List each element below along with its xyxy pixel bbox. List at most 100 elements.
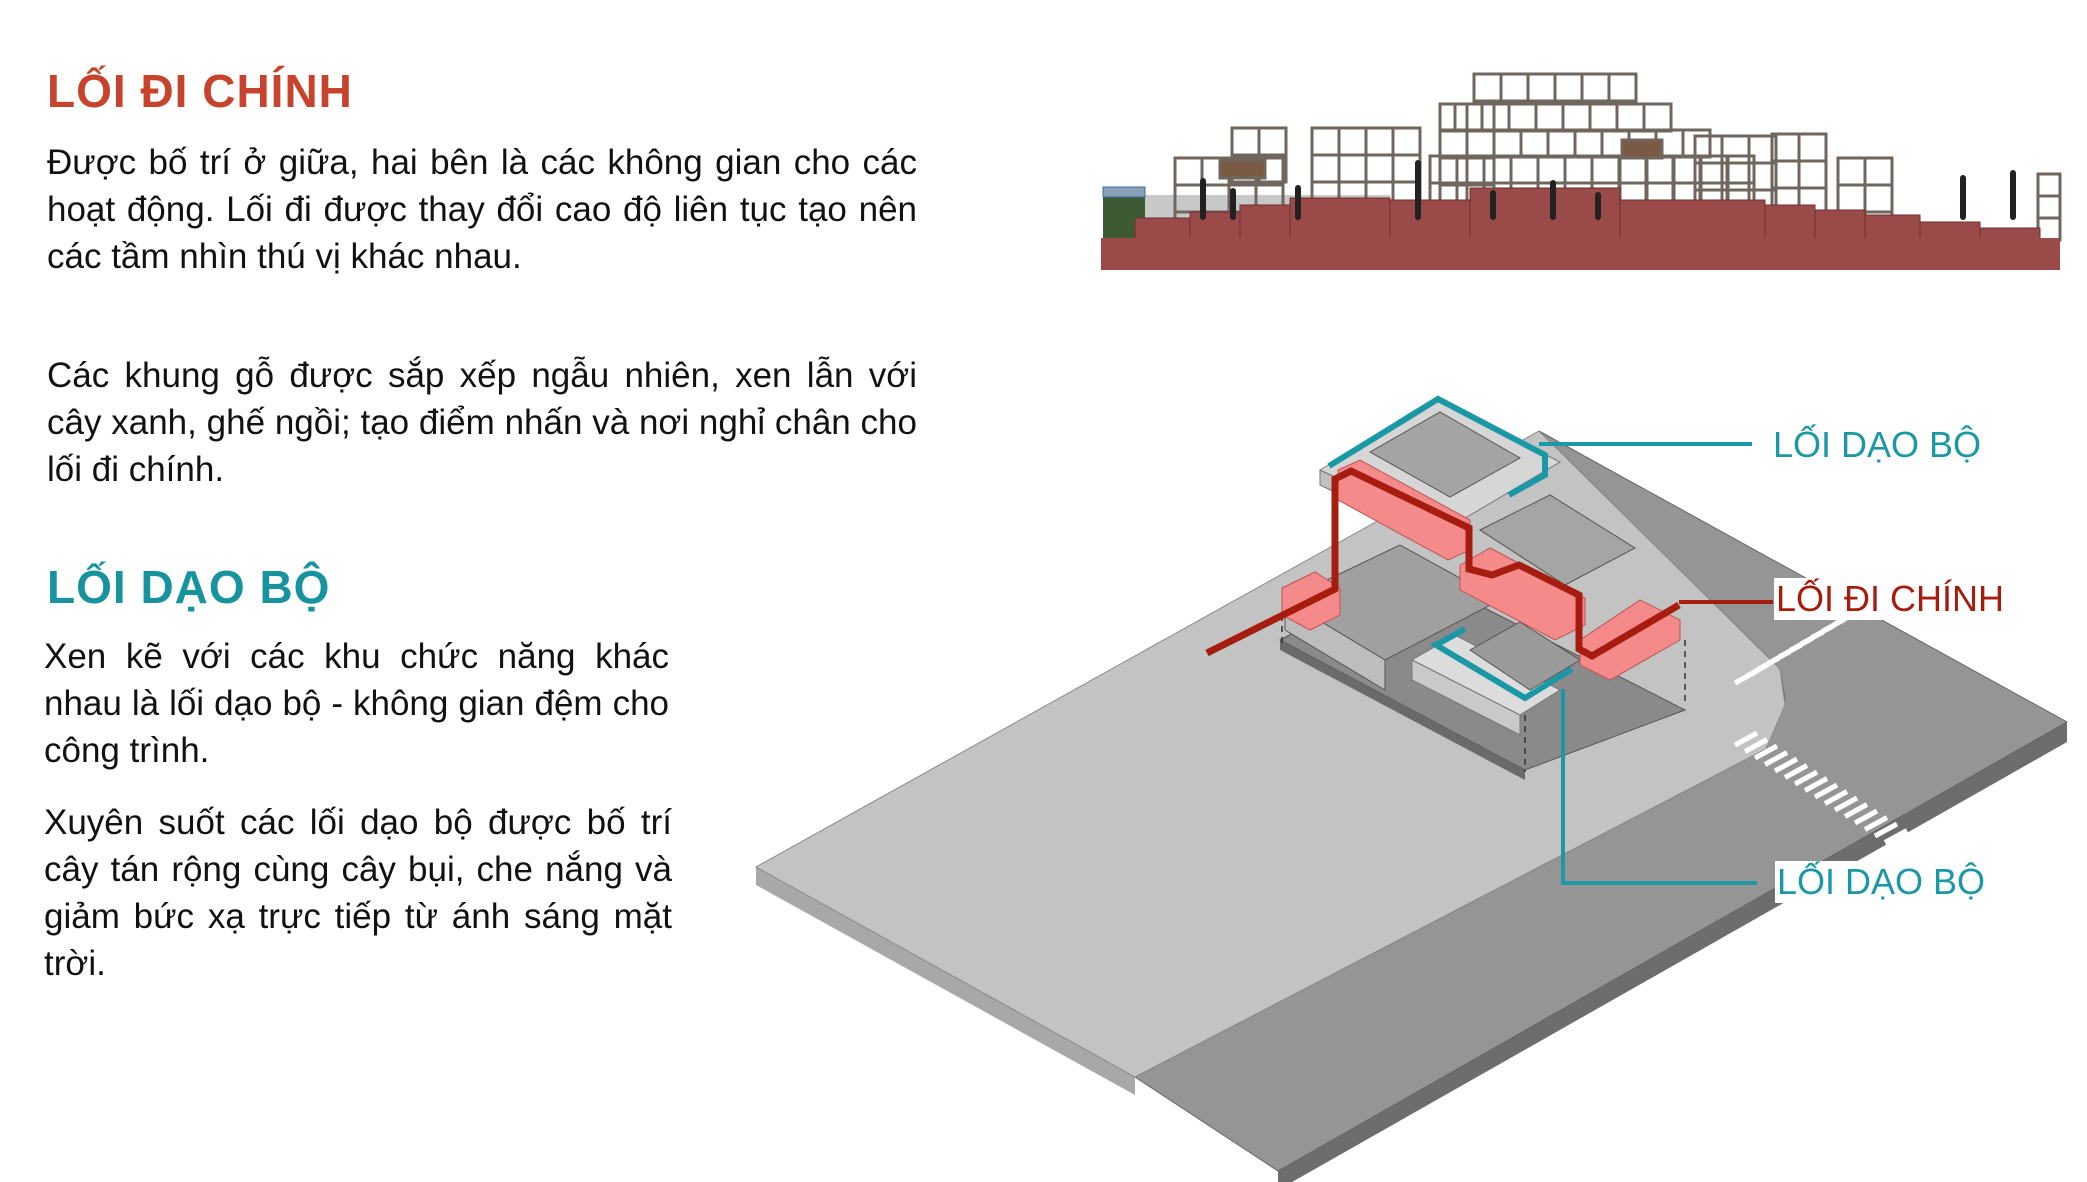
frame-cell: [1607, 72, 1638, 103]
isometric-site-diagram: [754, 395, 2069, 1182]
frame-cell: [1590, 154, 1621, 185]
wood-panel: [1620, 138, 1664, 160]
walkway-paragraph-1: Xen kẽ với các khu chức năng khác nhau l…: [44, 637, 669, 770]
frame-cell: [1615, 102, 1646, 133]
frame-cell: [1642, 102, 1673, 133]
platform-step: [1814, 209, 1866, 241]
frame-cell: [1863, 183, 1894, 214]
frame-cell: [1645, 154, 1676, 185]
frame-cell: [1230, 126, 1261, 157]
walkway-bottom-leader: [1561, 689, 1757, 885]
label-main-path: LỐI ĐI CHÍNH: [1774, 578, 2007, 620]
crosswalk-stripe: [1853, 808, 1879, 826]
frame-cell: [1573, 128, 1604, 159]
crosswalk-stripe: [1883, 828, 1909, 845]
frame-cell: [1465, 129, 1496, 160]
label-walkway-bottom: LỐI DẠO BỘ: [1775, 861, 1988, 903]
frame-cell: [1310, 126, 1341, 157]
frame-cell: [1364, 153, 1395, 184]
crosswalk-stripe: [1743, 737, 1769, 754]
walkway-paragraph-2: Xuyên suốt các lối dạo bộ được bố trí câ…: [44, 803, 672, 983]
frame-cell: [2036, 216, 2062, 242]
frame-cell: [1482, 154, 1513, 185]
frame-cell: [1438, 156, 1469, 187]
frame-cell: [1257, 126, 1288, 157]
frame-cell: [1618, 154, 1649, 185]
elevation-illustration: [1101, 72, 2062, 270]
frame-cell: [1507, 102, 1538, 133]
frame-cell: [1465, 128, 1496, 159]
frame-cell: [1836, 156, 1867, 187]
frame-cell: [1337, 126, 1368, 157]
crosswalk-lower: [1733, 730, 1909, 845]
frame-cell: [1536, 154, 1567, 185]
platform-step: [1389, 199, 1471, 241]
frame-cell: [1797, 159, 1828, 190]
person-silhouette: [1490, 190, 1496, 220]
frame-cell: [1428, 154, 1459, 185]
crosswalk-stripe: [1813, 782, 1839, 800]
person-silhouette: [1230, 188, 1236, 220]
frame-cell: [1553, 72, 1584, 103]
frame-cell: [1644, 154, 1675, 185]
frame-cell: [1509, 154, 1540, 185]
crosswalk-stripe: [1823, 789, 1849, 806]
main-path-paragraph-1: Được bố trí ở giữa, hai bên là các không…: [47, 143, 917, 276]
crosswalk-stripe: [1793, 769, 1819, 787]
main-path-blocks: [1281, 459, 1681, 681]
person-silhouette: [1415, 160, 1421, 220]
crosswalk-stripe: [1863, 815, 1889, 832]
upper-block-roof: [1368, 411, 1522, 498]
heading-main-path: LỐI ĐI CHÍNH: [47, 65, 353, 117]
person-silhouette: [1550, 180, 1556, 220]
platform-side: [1280, 640, 1525, 780]
frame-cell: [1561, 102, 1592, 133]
frame-cell: [1173, 156, 1204, 187]
elevation-base: [1101, 238, 2060, 270]
person-silhouette: [2010, 170, 2016, 220]
crosswalk-stripe: [1763, 750, 1789, 767]
frame-cell: [1699, 154, 1730, 185]
person-silhouette: [1960, 175, 1966, 220]
platform-step: [1289, 197, 1391, 241]
frame-cell: [1863, 156, 1894, 187]
crosswalk-stripe: [1873, 821, 1899, 839]
crosswalk-stripe: [1833, 795, 1859, 813]
frame-cell: [1588, 102, 1619, 133]
sidewalk-side: [756, 867, 1135, 1095]
frame-cell: [1672, 154, 1703, 185]
building-block: [1478, 494, 1637, 586]
frame-cell: [1797, 132, 1828, 163]
road-side: [1278, 722, 2067, 1182]
crosswalk-stripe: [1733, 730, 1759, 748]
frame-cell: [1526, 72, 1557, 103]
frame-cell: [1580, 72, 1611, 103]
main-path-line: [1205, 467, 1681, 661]
frame-cell: [1337, 153, 1368, 184]
frame-cell: [1438, 129, 1469, 160]
frame-cell: [1519, 128, 1550, 159]
crosswalk-stripe: [1783, 763, 1809, 780]
frame-cell: [1534, 102, 1565, 133]
platform-step: [1239, 204, 1291, 241]
building-block-side: [1411, 659, 1521, 736]
frame-cell: [1391, 126, 1422, 157]
people-silhouettes: [1200, 160, 2016, 220]
frame-cell: [2036, 194, 2062, 220]
walkway-top-line: [1327, 395, 1548, 498]
projection-lines: [1281, 615, 1686, 772]
frame-cell: [1492, 128, 1523, 159]
planter-top: [1102, 186, 1146, 198]
frame-cell: [1617, 154, 1648, 185]
crosswalk-stripe: [1843, 802, 1869, 819]
person-silhouette: [1200, 178, 1206, 220]
crosswalk-stripe: [1773, 756, 1799, 774]
platform-step: [1134, 217, 1191, 241]
person-silhouette: [1295, 185, 1301, 220]
main-path-paragraph-2: Các khung gỗ được sắp xếp ngẫu nhiên, xe…: [47, 356, 917, 489]
label-walkway-top: LỐI DẠO BỘ: [1771, 424, 1984, 466]
crosswalk-stripe: [1803, 776, 1829, 793]
platform-step: [1864, 214, 1921, 241]
frame-cell: [1438, 128, 1469, 159]
